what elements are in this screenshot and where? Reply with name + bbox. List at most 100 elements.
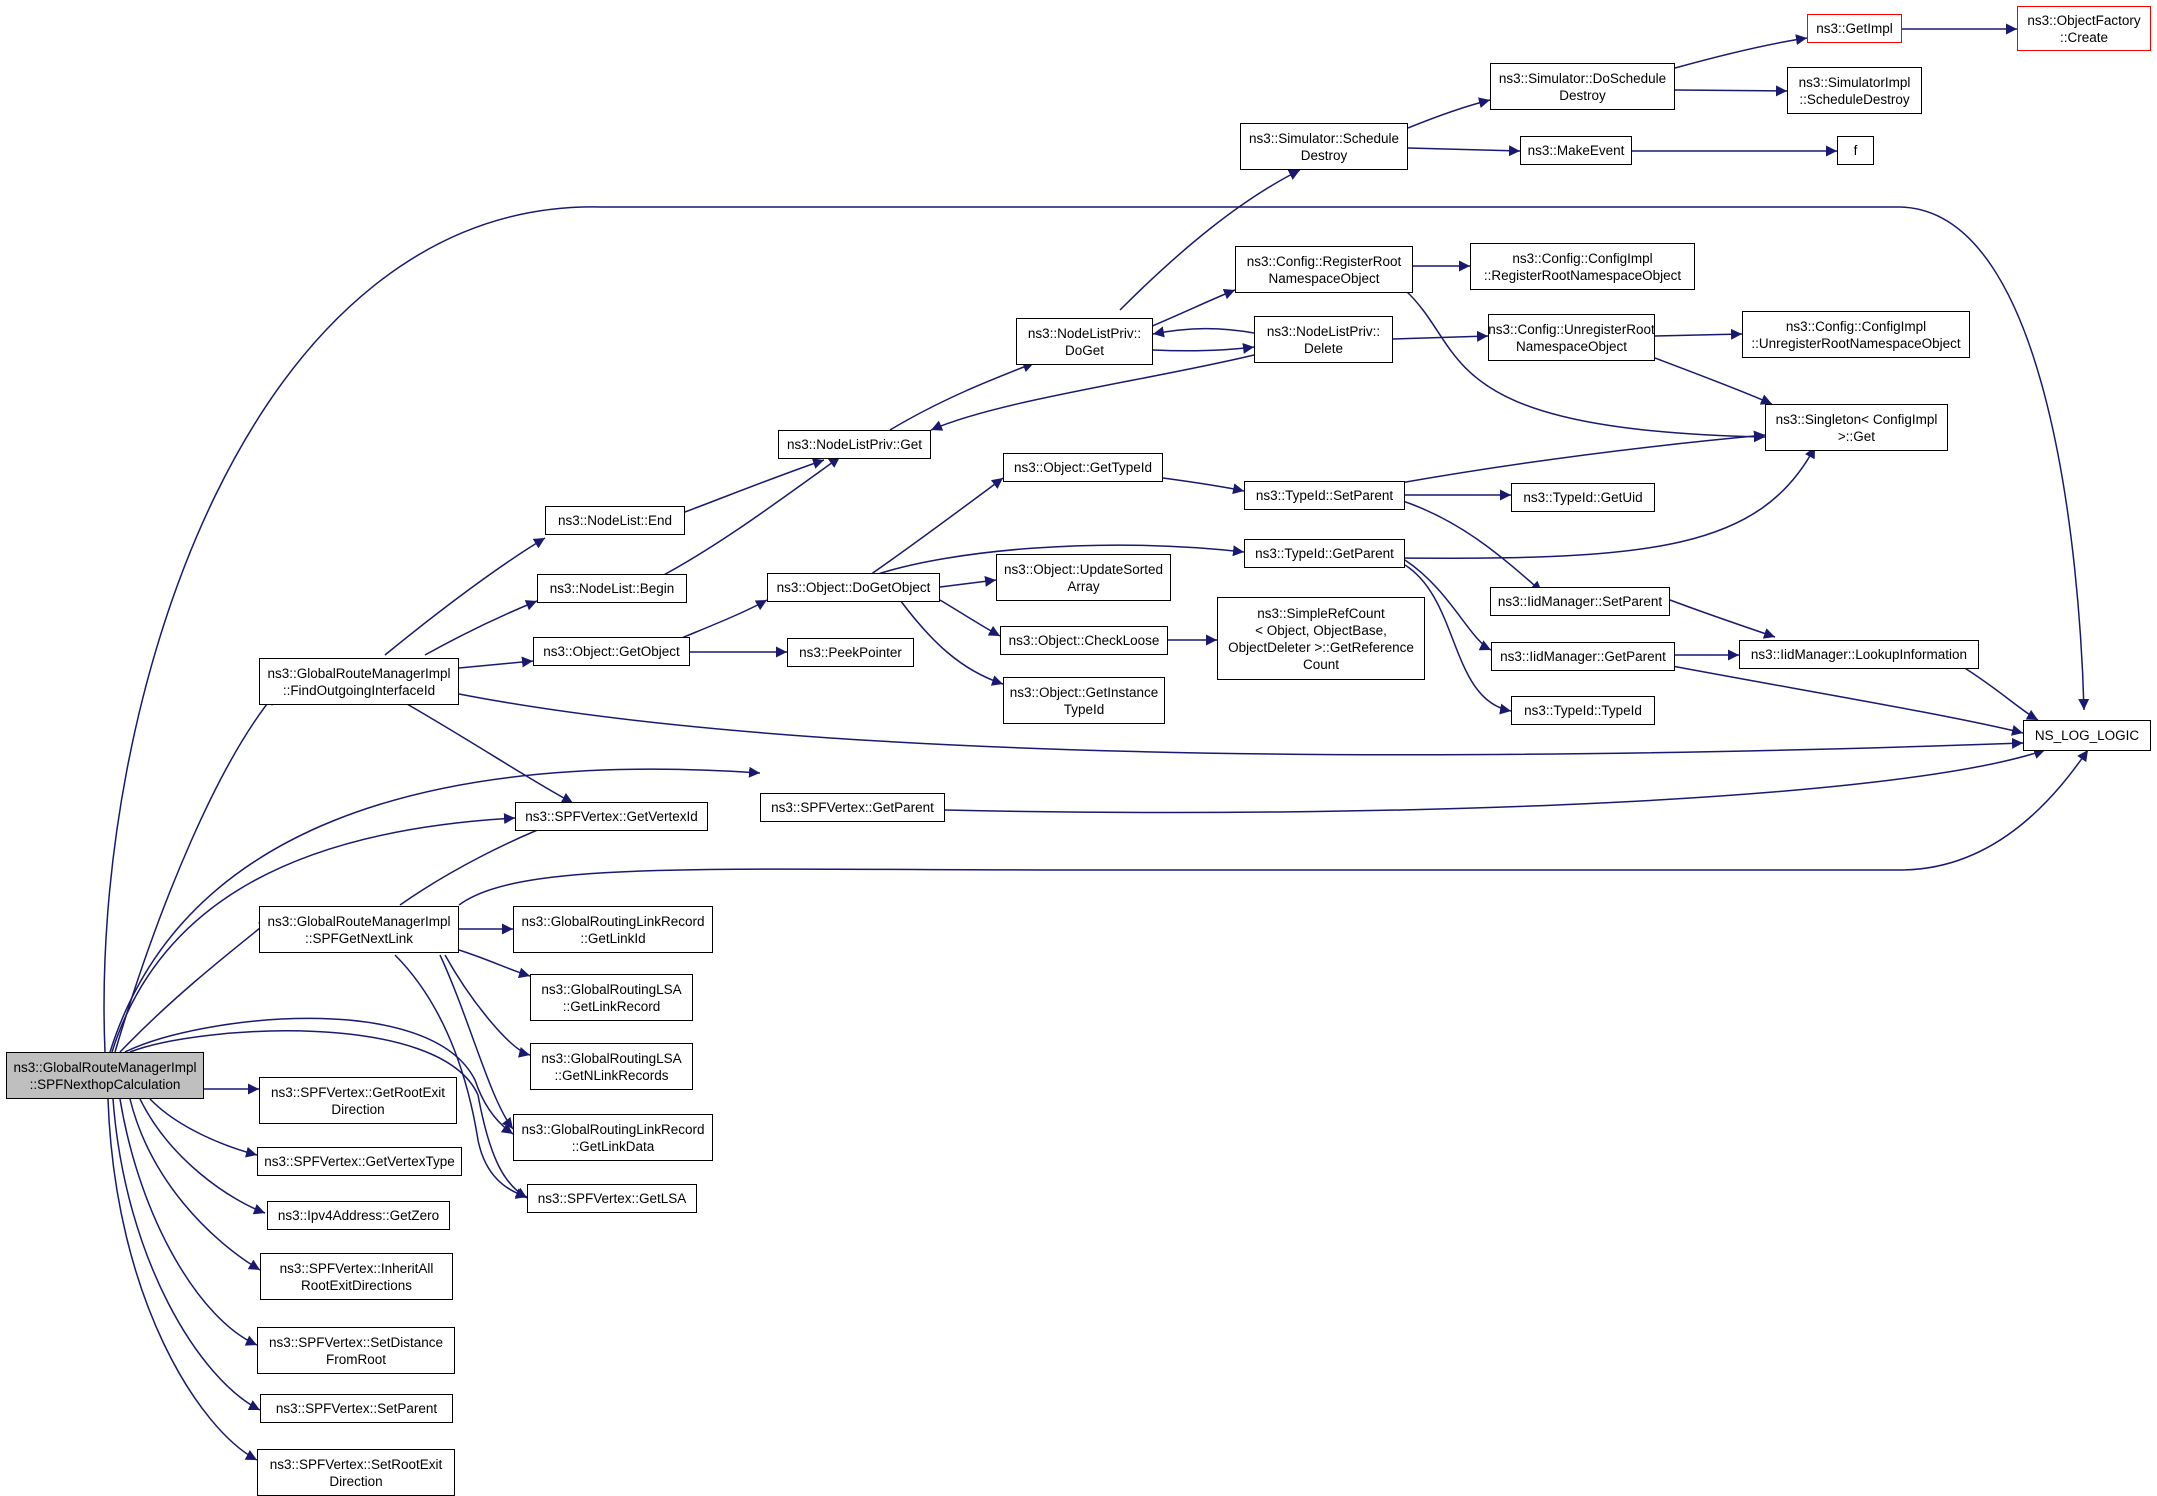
node-get-lsa[interactable]: ns3::SPFVertex::GetLSA [527,1184,697,1213]
node-set-root-exit-direction[interactable]: ns3::SPFVertex::SetRootExit Direction [257,1449,455,1496]
edge-find-ns-log-logic [458,693,2024,756]
edge-get-parent-typeid [1404,564,1512,715]
node-simple-ref-count[interactable]: ns3::SimpleRefCount < Object, ObjectBase… [1217,597,1425,680]
edge-root-spf-get-next-link [119,919,271,1053]
node-peek-pointer[interactable]: ns3::PeekPointer [787,638,914,667]
node-object-update-sorted-array[interactable]: ns3::Object::UpdateSorted Array [996,554,1171,601]
edge-find-get-object [458,656,534,669]
node-make-event[interactable]: ns3::MakeEvent [1520,136,1632,165]
node-typeid-typeid[interactable]: ns3::TypeId::TypeId [1511,696,1655,725]
edge-iid-set-parent-lookup [1669,599,1776,639]
edge-get-parent-singleton [1399,446,1816,559]
edge-next-get-lsa [394,954,528,1199]
edge-find-nodelist-begin [424,600,538,656]
node-get-impl[interactable]: ns3::GetImpl [1807,14,1902,43]
node-iid-manager-lookup-information[interactable]: ns3::IidManager::LookupInformation [1739,640,1979,669]
node-ipv4-get-zero[interactable]: ns3::Ipv4Address::GetZero [267,1201,450,1230]
node-iid-manager-set-parent[interactable]: ns3::IidManager::SetParent [1490,587,1670,616]
node-simulatorimpl-schedule-destroy[interactable]: ns3::SimulatorImpl ::ScheduleDestroy [1787,67,1922,114]
node-nodelistpriv-get[interactable]: ns3::NodeListPriv::Get [778,430,931,459]
edge-root-ipv4-get-zero [139,1098,266,1215]
edge-sched-do-schedule [1407,97,1491,129]
edge-dgo-typeid-get-parent [874,544,1245,576]
edge-end-nodelistpriv-get [684,458,825,513]
node-ns-log-logic[interactable]: NS_LOG_LOGIC [2023,720,2151,751]
node-nodelistpriv-doget[interactable]: ns3::NodeListPriv:: DoGet [1016,318,1153,365]
edge-doget-sched-destroy [1119,169,1301,311]
edge-next-get-link-data [439,954,514,1130]
edge-root-ns-log-logic [103,206,2090,1053]
node-typeid-set-parent[interactable]: ns3::TypeId::SetParent [1244,481,1405,510]
node-object-check-loose[interactable]: ns3::Object::CheckLoose [1000,626,1168,655]
node-get-root-exit-direction[interactable]: ns3::SPFVertex::GetRootExit Direction [259,1077,457,1124]
edge-next-lsa-get-link-record [458,949,531,979]
edge-delete-nodelistpriv-get [930,354,1255,431]
node-typeid-get-parent[interactable]: ns3::TypeId::GetParent [1244,539,1405,568]
edge-get-type-id-set-parent [1162,477,1245,495]
node-simulator-schedule-destroy[interactable]: ns3::Simulator::Schedule Destroy [1240,123,1408,170]
node-singleton-configimpl-get[interactable]: ns3::Singleton< ConfigImpl >::Get [1765,404,1948,451]
edge-next-lsa-get-n-link-records [444,954,531,1058]
node-nodelist-end[interactable]: ns3::NodeList::End [545,506,685,535]
node-configimpl-register-root[interactable]: ns3::Config::ConfigImpl ::RegisterRootNa… [1470,243,1695,290]
node-set-distance-from-root[interactable]: ns3::SPFVertex::SetDistance FromRoot [257,1327,455,1374]
node-simulator-do-schedule-destroy[interactable]: ns3::Simulator::DoSchedule Destroy [1490,63,1675,110]
node-config-register-root[interactable]: ns3::Config::RegisterRoot NamespaceObjec… [1235,246,1413,293]
edge-root-get-lsa [129,1030,528,1199]
edge-root-spf-get-parent [109,766,761,1053]
edge-nodelistpriv-get-doget [889,361,1035,431]
edge-dgo-instance-typeid [899,599,1004,686]
edge-find-nodelist-end [384,537,546,656]
edge-root-inherit-all [129,1098,261,1271]
edge-lookup-ns-log [1959,664,2039,721]
node-nodelist-begin[interactable]: ns3::NodeList::Begin [537,574,687,603]
edge-register-singleton [1404,289,1766,443]
edge-dsd-get-impl [1674,34,1808,69]
node-object-do-get-object[interactable]: ns3::Object::DoGetObject [767,573,940,602]
edge-root-set-distance [119,1098,258,1346]
edge-next-get-vertex-id [399,819,561,906]
node-link-record-get-link-id[interactable]: ns3::GlobalRoutingLinkRecord ::GetLinkId [513,906,713,953]
edge-doget-register-root [1149,288,1236,328]
node-lsa-get-link-record[interactable]: ns3::GlobalRoutingLSA ::GetLinkRecord [530,974,693,1021]
node-object-get-type-id[interactable]: ns3::Object::GetTypeId [1003,453,1163,482]
node-object-get-instance-type-id[interactable]: ns3::Object::GetInstance TypeId [1003,677,1165,724]
node-nodelistpriv-delete[interactable]: ns3::NodeListPriv:: Delete [1254,316,1393,363]
node-find-outgoing-interface-id[interactable]: ns3::GlobalRouteManagerImpl ::FindOutgoi… [259,658,459,705]
node-spf-get-parent[interactable]: ns3::SPFVertex::GetParent [760,793,945,822]
edge-root-get-link-data [124,1017,514,1135]
node-typeid-get-uid[interactable]: ns3::TypeId::GetUid [1511,483,1655,512]
edge-dsd-simimpl-sched [1674,85,1788,97]
node-get-vertex-id[interactable]: ns3::SPFVertex::GetVertexId [515,802,708,831]
edge-spf-get-parent-ns-log [944,748,2046,814]
edge-root-find-outgoing [114,693,276,1053]
edge-doget-delete [1152,342,1255,354]
edge-root-set-root-exit-dir [107,1098,258,1461]
node-f[interactable]: f [1837,136,1874,165]
edge-next-ns-log-logic [458,749,2089,906]
edge-find-get-vertex-id [399,699,574,804]
node-set-parent[interactable]: ns3::SPFVertex::SetParent [260,1394,453,1423]
node-link-record-get-link-data[interactable]: ns3::GlobalRoutingLinkRecord ::GetLinkDa… [513,1114,713,1161]
edge-unregister-singleton [1654,357,1773,405]
node-iid-manager-get-parent[interactable]: ns3::IidManager::GetParent [1491,642,1675,671]
edge-iid-get-parent-ns-log [1671,665,2024,736]
edge-root-get-vertex-id [111,813,516,1053]
edge-set-parent-singleton [1399,430,1766,484]
node-object-factory-create[interactable]: ns3::ObjectFactory ::Create [2017,6,2151,51]
node-lsa-get-n-link-records[interactable]: ns3::GlobalRoutingLSA ::GetNLinkRecords [530,1043,693,1090]
node-get-vertex-type[interactable]: ns3::SPFVertex::GetVertexType [257,1147,462,1176]
node-spf-nexthop-calculation[interactable]: ns3::GlobalRouteManagerImpl ::SPFNexthop… [6,1052,204,1099]
node-inherit-all-root-exit-directions[interactable]: ns3::SPFVertex::InheritAll RootExitDirec… [260,1253,453,1300]
node-configimpl-unregister-root[interactable]: ns3::Config::ConfigImpl ::UnregisterRoot… [1742,311,1970,358]
edge-root-get-vertex-type [149,1098,258,1158]
edge-dgo-update-sorted [939,575,997,588]
edge-unregister-configimpl [1654,328,1743,340]
node-config-unregister-root[interactable]: ns3::Config::UnregisterRoot NamespaceObj… [1488,314,1655,361]
node-object-get-object[interactable]: ns3::Object::GetObject [533,637,690,666]
edge-dgo-check-loose [939,599,1001,637]
edge-root-set-parent [112,1098,261,1411]
node-spf-get-next-link[interactable]: ns3::GlobalRouteManagerImpl ::SPFGetNext… [259,906,459,953]
